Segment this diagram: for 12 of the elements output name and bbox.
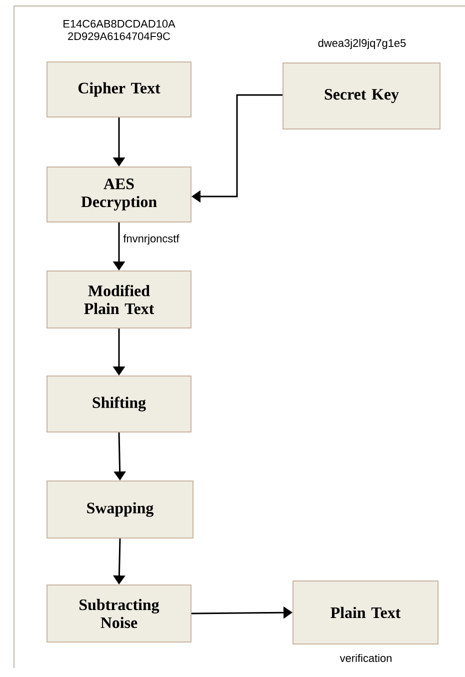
process-box: Subtracting Noise (46, 584, 192, 642)
note-text: E14C6AB8DCDAD10A 2D929A6164704F9C (64, 20, 176, 40)
note-text: dwea3j2l9jq7g1e5 (318, 38, 406, 50)
process-box: Swapping (46, 480, 194, 538)
process-box: Plain Text (292, 580, 438, 644)
edge-label: fnvnrjoncstf (122, 233, 180, 246)
process-box: Secret Key (282, 62, 440, 130)
process-box: Modified Plain Text (46, 270, 192, 328)
process-box: Shifting (46, 376, 192, 432)
process-box: Cipher Text (46, 62, 192, 118)
process-box: AES Decryption (46, 166, 192, 222)
note-text: verification (340, 654, 392, 662)
